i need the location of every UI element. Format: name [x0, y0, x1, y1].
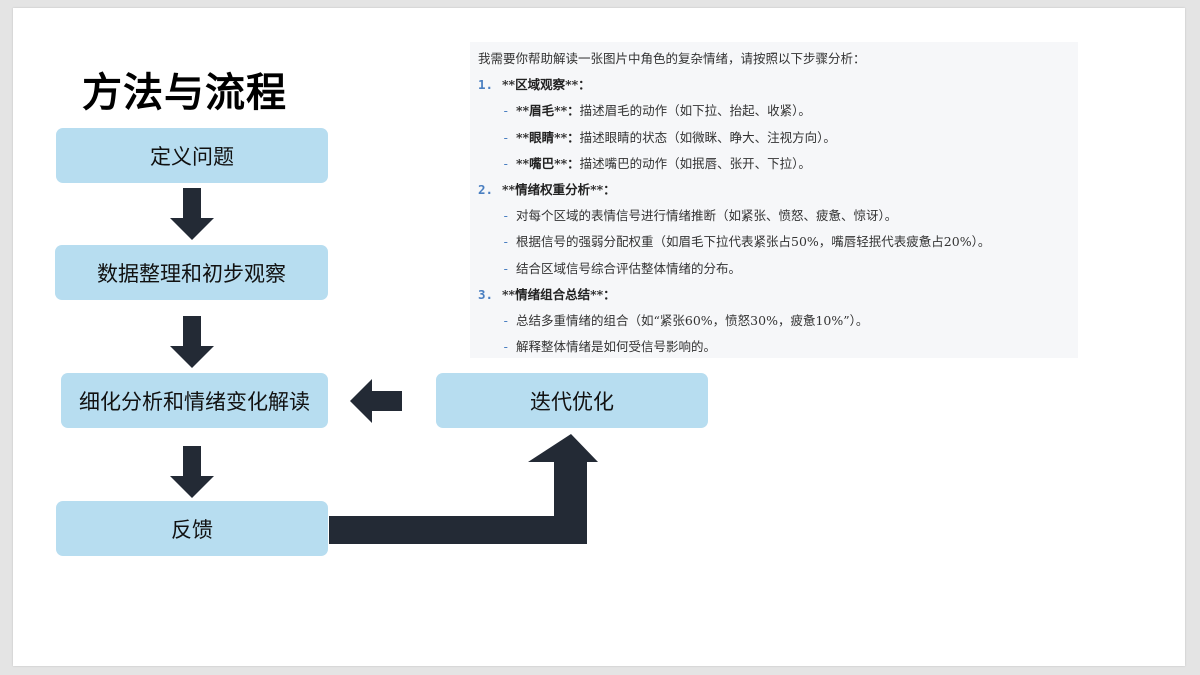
section-number: 1.: [478, 77, 494, 93]
page-title: 方法与流程: [82, 70, 287, 116]
elbow-up-arrow-icon: [329, 434, 599, 544]
step-data-organize: 数据整理和初步观察: [55, 245, 328, 300]
item-label: **眉毛**：: [516, 103, 580, 119]
list-item: -总结多重情绪的组合（如“紧张60%，愤怒30%，疲惫10%”）。: [478, 308, 1078, 334]
down-arrow-icon: [170, 316, 214, 368]
item-label: **眼睛**：: [516, 129, 580, 145]
prompt-intro: 我需要你帮助解读一张图片中角色的复杂情绪，请按照以下步骤分析：: [478, 51, 866, 66]
item-text: 结合区域信号综合评估整体情绪的分布。: [516, 260, 742, 276]
list-item: -根据信号的强弱分配权重（如眉毛下拉代表紧张占50%，嘴唇轻抿代表疲惫占20%）…: [478, 229, 1078, 255]
prompt-panel: 我需要你帮助解读一张图片中角色的复杂情绪，请按照以下步骤分析： 1. **区域观察…: [470, 42, 1078, 358]
section-heading: 2. **情绪权重分析**：: [478, 177, 1078, 203]
item-text: 总结多重情绪的组合（如“紧张60%，愤怒30%，疲惫10%”）。: [516, 312, 869, 328]
step-define-problem: 定义问题: [56, 128, 328, 183]
list-dash: -: [502, 312, 510, 328]
step-feedback: 反馈: [56, 501, 328, 556]
item-text: 描述眉毛的动作（如下拉、抬起、收紧）。: [579, 103, 811, 119]
list-dash: -: [502, 208, 510, 224]
item-text: 解释整体情绪是如何受信号影响的。: [516, 339, 717, 355]
list-dash: -: [502, 234, 510, 250]
section-heading: 1. **区域观察**：: [478, 72, 1078, 98]
section-title: **情绪组合总结**：: [502, 286, 616, 302]
list-item: -**眼睛**：描述眼睛的状态（如微眯、睁大、注视方向）。: [478, 125, 1078, 151]
item-text: 对每个区域的表情信号进行情绪推断（如紧张、愤怒、疲惫、惊讶）。: [516, 208, 898, 224]
item-label: **嘴巴**：: [516, 155, 580, 171]
step-feedback-label: 反馈: [171, 517, 213, 542]
list-dash: -: [502, 129, 510, 145]
step-iterate-label: 迭代优化: [530, 389, 614, 414]
item-text: 描述嘴巴的动作（如抿唇、张开、下拉）。: [579, 155, 811, 171]
step-detailed-analysis-label: 细化分析和情绪变化解读: [79, 389, 310, 414]
left-arrow-icon: [350, 379, 402, 423]
list-item: -**嘴巴**：描述嘴巴的动作（如抿唇、张开、下拉）。: [478, 151, 1078, 177]
step-detailed-analysis: 细化分析和情绪变化解读: [61, 373, 328, 428]
section-number: 3.: [478, 286, 494, 302]
list-dash: -: [502, 339, 510, 355]
list-dash: -: [502, 103, 510, 119]
step-data-organize-label: 数据整理和初步观察: [97, 261, 286, 286]
section-title: **区域观察**：: [502, 77, 591, 93]
section-title: **情绪权重分析**：: [502, 181, 616, 197]
list-item: -**眉毛**：描述眉毛的动作（如下拉、抬起、收紧）。: [478, 98, 1078, 124]
section-heading: 3. **情绪组合总结**：: [478, 282, 1078, 308]
section-number: 2.: [478, 181, 494, 197]
step-define-problem-label: 定义问题: [150, 144, 234, 169]
down-arrow-icon: [170, 188, 214, 240]
step-iterate: 迭代优化: [436, 373, 708, 428]
item-text: 根据信号的强弱分配权重（如眉毛下拉代表紧张占50%，嘴唇轻抿代表疲惫占20%）。: [516, 234, 991, 250]
list-dash: -: [502, 155, 510, 171]
list-item: -对每个区域的表情信号进行情绪推断（如紧张、愤怒、疲惫、惊讶）。: [478, 203, 1078, 229]
item-text: 描述眼睛的状态（如微眯、睁大、注视方向）。: [579, 129, 836, 145]
list-item: -解释整体情绪是如何受信号影响的。: [478, 334, 1078, 360]
list-dash: -: [502, 260, 510, 276]
list-item: -结合区域信号综合评估整体情绪的分布。: [478, 256, 1078, 282]
down-arrow-icon: [170, 446, 214, 498]
